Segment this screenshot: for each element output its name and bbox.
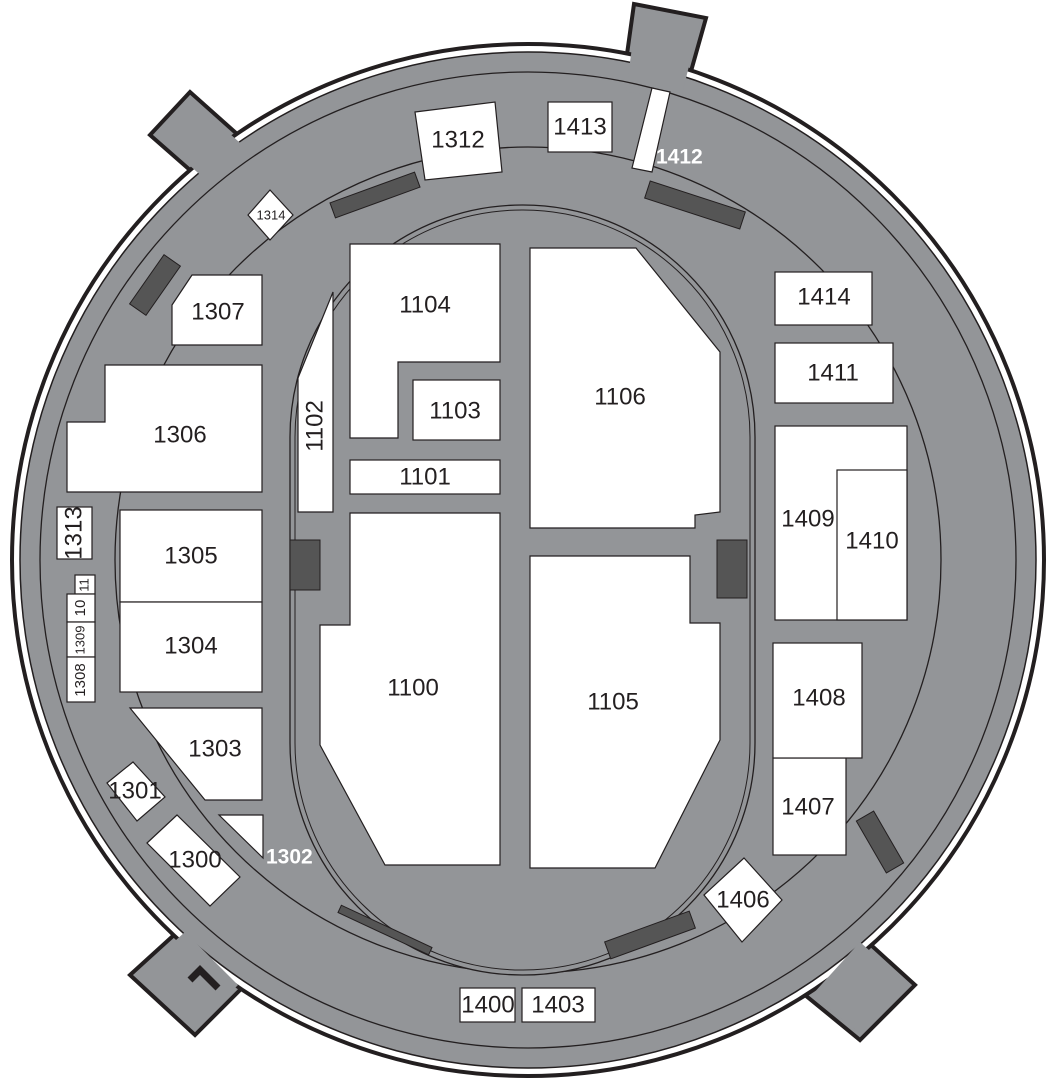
stairs-icon: [644, 180, 746, 230]
room-1412[interactable]: 1412: [631, 87, 703, 173]
svg-text:1411: 1411: [807, 359, 859, 386]
room-1101[interactable]: 1101: [349, 459, 501, 495]
room-1313[interactable]: 1313: [56, 506, 93, 560]
svg-text:1101: 1101: [399, 463, 451, 490]
svg-text:1309: 1309: [72, 626, 87, 655]
svg-text:1409: 1409: [781, 505, 834, 532]
svg-text:1312: 1312: [431, 126, 484, 153]
room-1105[interactable]: 1105: [529, 555, 721, 869]
room-1305[interactable]: 1305: [119, 509, 263, 603]
svg-text:1105: 1105: [587, 688, 639, 715]
svg-text:1304: 1304: [164, 632, 217, 659]
room-1410[interactable]: 1410: [836, 469, 908, 621]
room-1308[interactable]: 1308: [66, 656, 96, 703]
svg-text:1314: 1314: [257, 207, 286, 222]
svg-text:1413: 1413: [553, 113, 606, 140]
room-1306[interactable]: 1306: [66, 364, 263, 493]
corridor-line-outer: [39, 71, 1017, 1049]
stairs-icon: [289, 539, 321, 591]
room-1406[interactable]: 1406: [703, 857, 783, 943]
svg-text:1103: 1103: [429, 397, 481, 424]
room-1407[interactable]: 1407: [772, 757, 847, 856]
svg-text:1305: 1305: [164, 542, 217, 569]
svg-text:1407: 1407: [781, 793, 834, 820]
svg-text:1412: 1412: [656, 146, 703, 169]
room-1103[interactable]: 1103: [412, 379, 501, 441]
stairs-icon: [603, 910, 697, 960]
stairs-icon: [128, 253, 182, 317]
room-10[interactable]: 10: [66, 593, 96, 623]
room-11[interactable]: 11: [74, 574, 96, 595]
room-1411[interactable]: 1411: [774, 342, 894, 404]
room-1309[interactable]: 1309: [66, 621, 96, 658]
svg-text:1104: 1104: [399, 291, 451, 318]
room-1403[interactable]: 1403: [521, 987, 596, 1023]
room-1301[interactable]: 1301: [106, 761, 166, 822]
svg-text:1100: 1100: [387, 674, 439, 701]
svg-text:1302: 1302: [266, 846, 313, 869]
room-1300[interactable]: 1300: [146, 814, 241, 907]
room-1312[interactable]: 1312: [414, 101, 503, 181]
room-1106[interactable]: 1106: [529, 247, 721, 529]
svg-text:1400: 1400: [461, 991, 514, 1018]
svg-text:11: 11: [76, 578, 91, 592]
svg-text:1408: 1408: [792, 684, 845, 711]
room-1104[interactable]: 1104: [349, 243, 501, 439]
svg-text:1403: 1403: [531, 991, 584, 1018]
svg-text:1300: 1300: [168, 846, 221, 873]
room-1307[interactable]: 1307: [171, 274, 263, 346]
room-1100[interactable]: 1100: [319, 512, 501, 866]
room-1102[interactable]: 1102: [297, 291, 334, 513]
svg-text:1301: 1301: [108, 777, 161, 804]
svg-text:1406: 1406: [716, 886, 769, 913]
svg-text:1414: 1414: [797, 283, 850, 310]
stairs-icon: [855, 810, 905, 874]
svg-text:1306: 1306: [153, 421, 206, 448]
room-1304[interactable]: 1304: [119, 601, 263, 693]
room-1400[interactable]: 1400: [459, 987, 516, 1023]
svg-text:1102: 1102: [301, 400, 328, 452]
stairs-icon: [716, 539, 748, 599]
room-1314[interactable]: 1314: [247, 189, 294, 241]
svg-text:10: 10: [72, 600, 89, 617]
room-1408[interactable]: 1408: [772, 642, 863, 759]
stairs: [128, 171, 905, 960]
svg-text:1106: 1106: [594, 383, 646, 410]
stairs-icon: [329, 171, 421, 219]
svg-text:1410: 1410: [845, 527, 898, 554]
room-1414[interactable]: 1414: [774, 271, 873, 326]
stairs-icon: [337, 904, 433, 956]
room-1302[interactable]: 1302: [217, 814, 313, 869]
chevron-arrow-icon: [187, 965, 221, 991]
room-1413[interactable]: 1413: [547, 101, 613, 153]
svg-text:1313: 1313: [60, 506, 87, 559]
svg-text:1307: 1307: [191, 298, 244, 325]
svg-text:1303: 1303: [188, 735, 241, 762]
room-1303[interactable]: 1303: [128, 707, 263, 801]
svg-text:1308: 1308: [72, 663, 89, 696]
